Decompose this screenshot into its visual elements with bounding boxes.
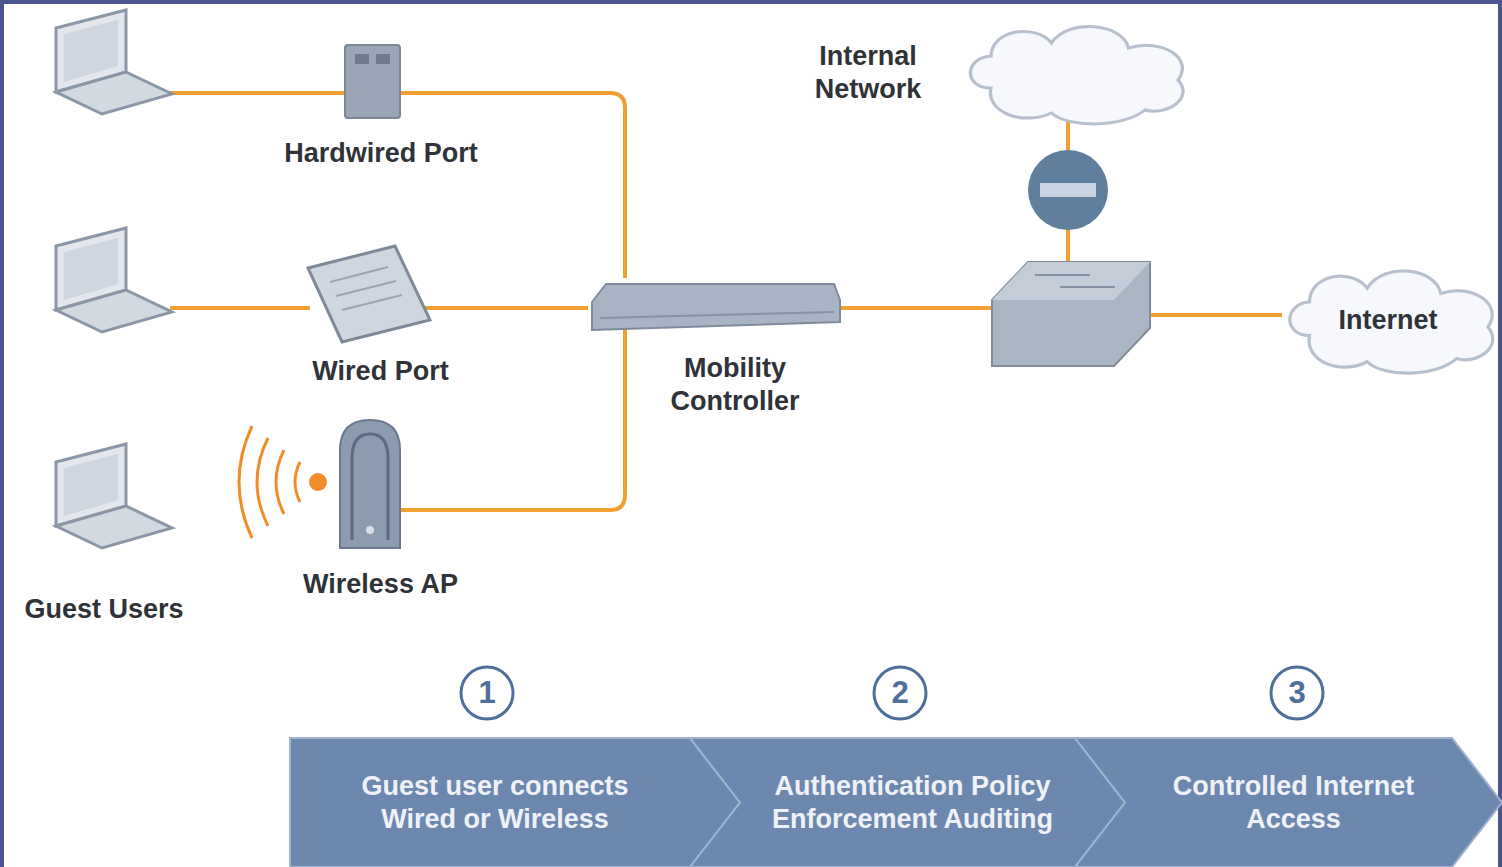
mobility-controller: Mobility Controller xyxy=(588,278,842,418)
process-step-band: Guest user connects Wired or Wireless xyxy=(290,738,740,867)
step-number: 1 xyxy=(458,664,516,722)
network-link xyxy=(468,306,588,310)
text-group: Authentication Policy Enforcement Auditi… xyxy=(753,770,1073,836)
internal-network-cloud: Internal Network xyxy=(798,16,1190,130)
chevron-band xyxy=(290,738,740,867)
node-label: Guest user connects Wired or Wireless xyxy=(325,770,665,836)
wired-port: Wired Port xyxy=(293,240,468,388)
node-label: Controlled Internet Access xyxy=(1134,770,1454,836)
internet-cloud: Internet xyxy=(1282,268,1494,372)
node-label: Guest Users xyxy=(24,593,183,626)
circle-outline xyxy=(1271,667,1323,719)
text-group: Internet xyxy=(1338,304,1437,337)
hardwired-port: Hardwired Port xyxy=(262,40,500,170)
text-group: 3 xyxy=(1288,674,1305,712)
circle-outline xyxy=(461,667,513,719)
network-link xyxy=(478,418,625,510)
text-group: Mobility Controller xyxy=(648,352,823,418)
node-label: Hardwired Port xyxy=(284,137,478,170)
node-label: Wired Port xyxy=(312,355,448,388)
callout-number: 2 xyxy=(891,674,908,712)
chevron-band xyxy=(690,738,1125,867)
wireless-ap: Wireless AP xyxy=(283,415,478,601)
chevron-band xyxy=(690,738,1125,867)
chevron-band xyxy=(1075,738,1502,867)
chevron-band xyxy=(290,738,740,867)
process-step-band: Controlled Internet Access xyxy=(1075,738,1502,867)
chevron-band xyxy=(1075,738,1502,867)
text-group: Wireless AP xyxy=(303,568,458,601)
node-label: Wireless AP xyxy=(303,568,458,601)
guest-users: Guest Users xyxy=(6,436,202,626)
text-group: Hardwired Port xyxy=(284,137,478,170)
process-step-band: Authentication Policy Enforcement Auditi… xyxy=(690,738,1125,867)
text-group: 1 xyxy=(478,674,495,712)
node-label: Internal Network xyxy=(798,40,938,106)
text-group: Guest Users xyxy=(24,593,183,626)
text-group: 2 xyxy=(891,674,908,712)
node-label: Mobility Controller xyxy=(648,352,823,418)
circle-outline xyxy=(874,667,926,719)
text-group: Controlled Internet Access xyxy=(1134,770,1454,836)
callout-number: 3 xyxy=(1288,674,1305,712)
node-label: Internet xyxy=(1338,304,1437,337)
step-number: 2 xyxy=(871,664,929,722)
step-number: 3 xyxy=(1268,664,1326,722)
node-label: Authentication Policy Enforcement Auditi… xyxy=(753,770,1073,836)
network-link xyxy=(500,93,625,278)
text-group: Guest user connects Wired or Wireless xyxy=(325,770,665,836)
callout-number: 1 xyxy=(478,674,495,712)
text-group: Internal Network xyxy=(798,40,938,106)
text-group: Wired Port xyxy=(312,355,448,388)
